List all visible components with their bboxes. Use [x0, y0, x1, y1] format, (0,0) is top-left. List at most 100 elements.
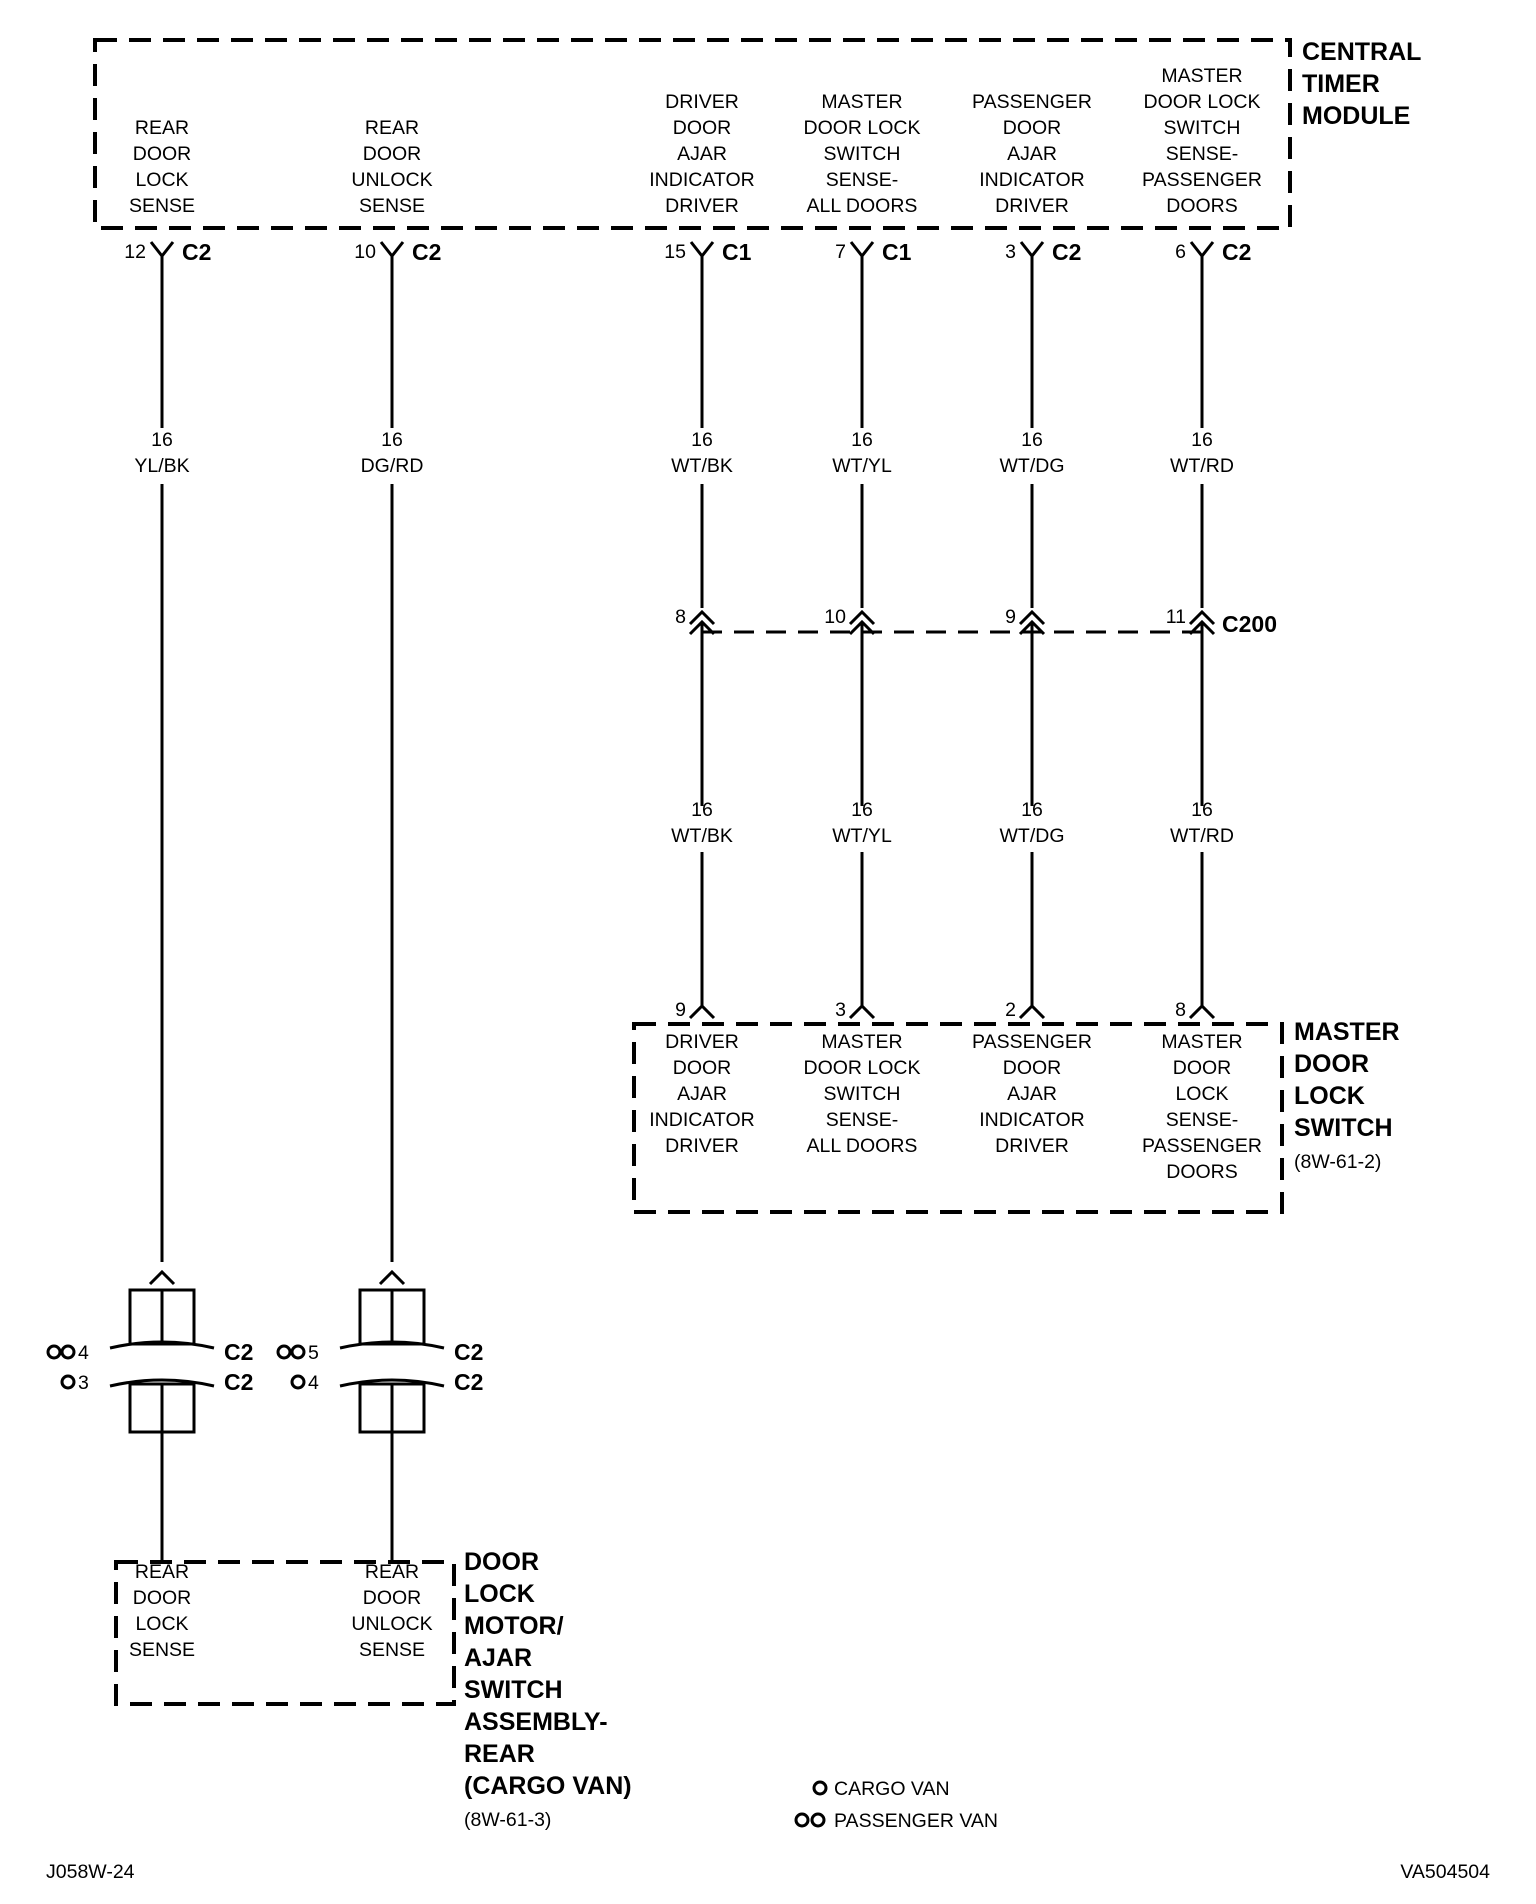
- mds-title: MASTER: [1294, 1018, 1400, 1046]
- mds-pin-label: AJAR: [677, 1083, 727, 1105]
- mds-pin-label: PASSENGER: [972, 1031, 1092, 1053]
- ctm-pin-label: DOOR: [673, 117, 732, 139]
- connector-id: C2: [224, 1369, 253, 1395]
- wire-color: WT/DG: [1000, 455, 1065, 477]
- cargo-van-symbol: [290, 1374, 306, 1390]
- mds-ref: (8W-61-2): [1294, 1151, 1381, 1173]
- ctm-pin-label: PASSENGER: [972, 91, 1092, 113]
- mds-pin-label: LOCK: [1175, 1083, 1228, 1105]
- connector-id: C2: [454, 1369, 483, 1395]
- ctm-pin-label: SENSE: [129, 195, 195, 217]
- c200-pin-number: 8: [675, 606, 686, 628]
- connector-id: C2: [454, 1339, 483, 1365]
- connector-id: C2: [1222, 239, 1251, 265]
- legend-passenger-van: PASSENGER VAN: [834, 1810, 998, 1832]
- wire-gauge: 16: [691, 799, 713, 821]
- ctm-pin-label: SENSE-: [1166, 143, 1239, 165]
- inline-pin-number: 4: [78, 1342, 89, 1364]
- ctm-title: TIMER: [1302, 70, 1380, 98]
- pin-symbol: [689, 241, 715, 259]
- ctm-pin-label: DOOR: [1003, 117, 1062, 139]
- dlm-pin-label: LOCK: [135, 1613, 188, 1635]
- pin-symbol: [149, 241, 175, 259]
- connector-id: C2: [224, 1339, 253, 1365]
- ctm-pin-label: DOOR LOCK: [803, 117, 920, 139]
- wire-color: WT/BK: [671, 455, 733, 477]
- inline-curve: [339, 1340, 445, 1350]
- ctm-pin-label: SWITCH: [1164, 117, 1241, 139]
- ctm-pin-label: PASSENGER: [1142, 169, 1262, 191]
- passenger-van-symbol: [290, 1344, 306, 1360]
- mds-title: SWITCH: [1294, 1114, 1393, 1142]
- c200-pin-number: 10: [824, 606, 846, 628]
- c200-pin-number: 11: [1166, 606, 1186, 628]
- inline-pin-number: 4: [308, 1372, 319, 1394]
- male-pin-symbol: [688, 1003, 716, 1020]
- mds-title: LOCK: [1294, 1082, 1365, 1110]
- ctm-pin-label: INDICATOR: [649, 169, 754, 191]
- ctm-pin-label: DRIVER: [665, 91, 739, 113]
- footer-right: VA504504: [1400, 1861, 1490, 1883]
- ctm-title: MODULE: [1302, 102, 1410, 130]
- dlm-title: LOCK: [464, 1580, 535, 1608]
- ctm-pin-label: DOOR: [133, 143, 192, 165]
- male-pin-symbol: [1018, 1003, 1046, 1020]
- mds-pin-label: SENSE-: [826, 1109, 899, 1131]
- mds-pin-label: ALL DOORS: [807, 1135, 918, 1157]
- c200-male-symbol: [688, 609, 716, 626]
- c200-male-symbol: [848, 609, 876, 626]
- legend-double-circle: [810, 1812, 826, 1828]
- pin-number: 8: [1175, 999, 1186, 1021]
- mds-pin-label: DOOR: [673, 1057, 732, 1079]
- cargo-van-symbol: [60, 1374, 76, 1390]
- mds-pin-label: SENSE-: [1166, 1109, 1239, 1131]
- mds-pin-label: DRIVER: [665, 1135, 739, 1157]
- ctm-pin-label: MASTER: [821, 91, 902, 113]
- ctm-pin-label: DRIVER: [995, 195, 1069, 217]
- dlm-pin-label: DOOR: [363, 1587, 422, 1609]
- wire-color: WT/YL: [832, 455, 892, 477]
- pin-number: 15: [664, 241, 686, 263]
- wire-gauge: 16: [1191, 799, 1213, 821]
- pin-symbol: [849, 241, 875, 259]
- ctm-pin-label: SENSE-: [826, 169, 899, 191]
- wire-color: YL/BK: [134, 455, 189, 477]
- inline-connector-body: [128, 1288, 196, 1346]
- wire-color: WT/RD: [1170, 455, 1234, 477]
- wire-color: WT/RD: [1170, 825, 1234, 847]
- mds-pin-label: DOOR LOCK: [803, 1057, 920, 1079]
- mds-pin-label: DRIVER: [995, 1135, 1069, 1157]
- pin-symbol: [1189, 241, 1215, 259]
- inline-connector-body: [128, 1382, 196, 1434]
- mds-pin-label: DOOR: [1173, 1057, 1232, 1079]
- mds-pin-label: INDICATOR: [979, 1109, 1084, 1131]
- ctm-pin-label: AJAR: [677, 143, 727, 165]
- ctm-pin-label: LOCK: [135, 169, 188, 191]
- passenger-van-symbol: [60, 1344, 76, 1360]
- dlm-title: MOTOR/: [464, 1612, 564, 1640]
- passenger-van-symbol: [276, 1344, 292, 1360]
- dlm-ref: (8W-61-3): [464, 1809, 551, 1831]
- inline-pin-number: 5: [308, 1342, 319, 1364]
- connector-id: C2: [182, 239, 211, 265]
- ctm-pin-label: DOOR: [363, 143, 422, 165]
- inline-male-symbol: [148, 1269, 176, 1286]
- ctm-pin-label: REAR: [135, 117, 189, 139]
- dlm-title: AJAR: [464, 1644, 532, 1672]
- legend-double-circle: [794, 1812, 810, 1828]
- ctm-pin-label: UNLOCK: [351, 169, 432, 191]
- male-pin-symbol: [1188, 1003, 1216, 1020]
- wire-gauge: 16: [381, 429, 403, 451]
- ctm-pin-label: DOORS: [1166, 195, 1238, 217]
- passenger-van-symbol: [46, 1344, 62, 1360]
- pin-number: 3: [835, 999, 846, 1021]
- mds-pin-label: DOORS: [1166, 1161, 1238, 1183]
- door-lock-motor-box: [114, 1560, 456, 1706]
- inline-connector-body: [358, 1382, 426, 1434]
- pin-symbol: [1019, 241, 1045, 259]
- pin-number: 2: [1005, 999, 1016, 1021]
- wire-gauge: 16: [1021, 799, 1043, 821]
- dlm-pin-label: UNLOCK: [351, 1613, 432, 1635]
- master-door-lock-switch-box: [632, 1022, 1284, 1214]
